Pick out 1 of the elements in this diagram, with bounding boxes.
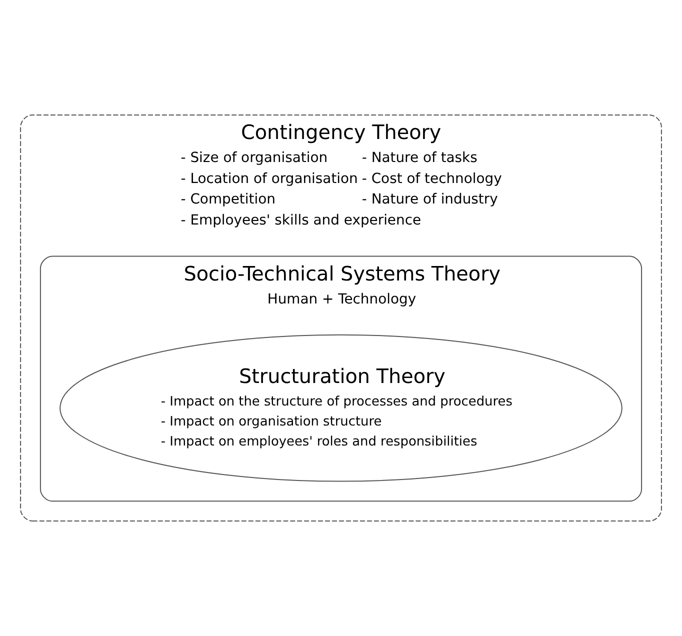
node-ellipse: Structuration Theory - Impact on the structure of processes and procedures - Impact on organisation structure - Impact on employees' roles and responsibilities bbox=[60, 334, 622, 482]
